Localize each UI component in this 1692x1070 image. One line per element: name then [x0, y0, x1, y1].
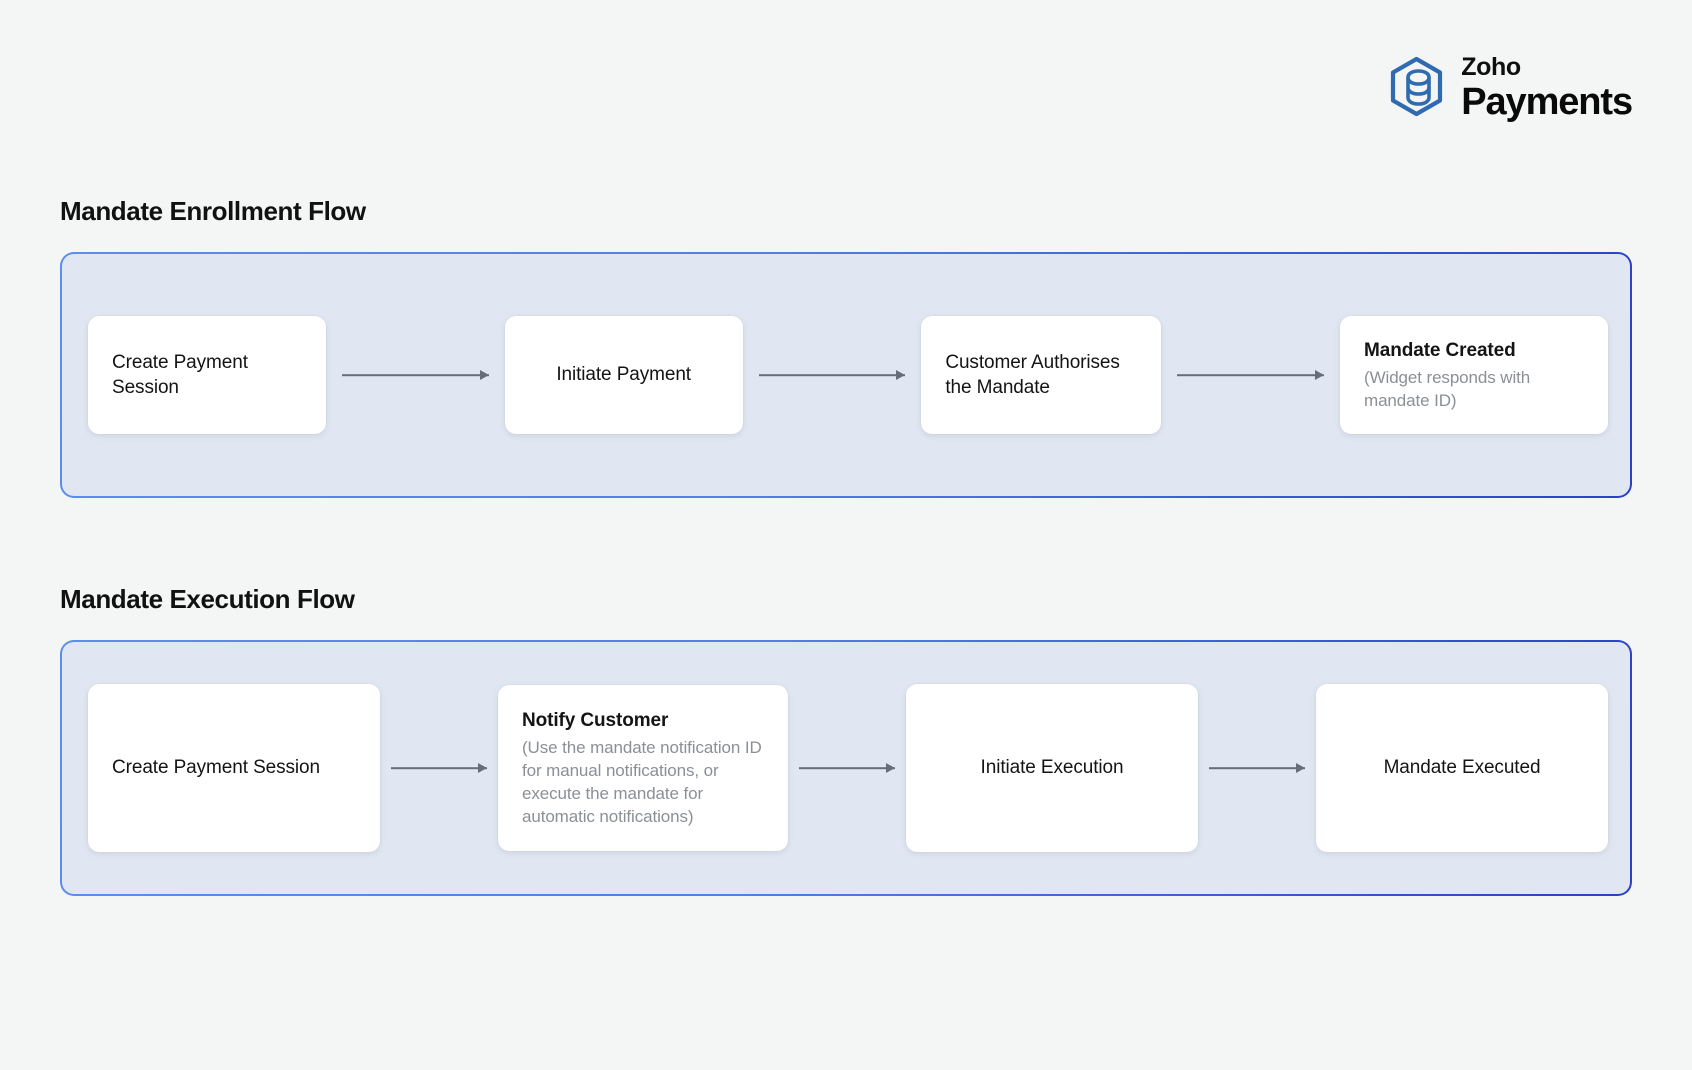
section-title-execution: Mandate Execution Flow	[60, 584, 355, 614]
enrollment-flow-panel: Create Payment Session Initiate Payment …	[60, 252, 1632, 498]
card-title: Notify Customer	[522, 709, 669, 731]
flow-card-initiate-payment[interactable]: Initiate Payment	[504, 316, 743, 434]
section-mandate-execution-flow: Mandate Execution Flow Create Payment Se…	[60, 584, 1632, 896]
card-title: Initiate Payment	[556, 364, 691, 386]
flow-card-mandate-created[interactable]: Mandate Created (Widget responds with ma…	[1340, 316, 1609, 434]
flow-card-create-payment-session-execution[interactable]: Create Payment Session	[88, 684, 380, 852]
card-title: Customer Authorises the Mandate	[945, 351, 1120, 398]
brand-logo: Zoho Payments	[1387, 53, 1633, 123]
zoho-hexagon-logo-icon	[1391, 56, 1443, 117]
flow-sections: Mandate Enrollment Flow Create Payment S…	[60, 196, 1632, 896]
section-title-enrollment: Mandate Enrollment Flow	[60, 196, 366, 226]
enrollment-flow-row: Create Payment Session Initiate Payment …	[62, 254, 1630, 496]
arrow-icon-x3-to-x4	[1200, 761, 1314, 775]
section-mandate-enrollment-flow: Mandate Enrollment Flow Create Payment S…	[60, 196, 1632, 498]
execution-flow-row: Create Payment Session Notify Customer (…	[62, 642, 1630, 894]
card-subtitle: (Use the mandate notification ID for man…	[522, 738, 762, 827]
card-title: Mandate Executed	[1383, 757, 1541, 779]
arrow-icon-x2-to-x3	[790, 761, 904, 775]
card-subtitle: (Widget responds with mandate ID)	[1364, 368, 1531, 411]
brand-wordmark: Zoho Payments	[1461, 53, 1633, 123]
card-title: Mandate Created	[1364, 339, 1516, 361]
card-title: Create Payment Session	[112, 757, 320, 779]
flow-card-create-payment-session[interactable]: Create Payment Session	[88, 316, 326, 434]
flow-card-initiate-execution[interactable]: Initiate Execution	[906, 684, 1198, 852]
flow-card-customer-authorises-mandate[interactable]: Customer Authorises the Mandate	[921, 316, 1162, 434]
card-title: Create Payment Session	[112, 351, 248, 398]
brand-name-zoho: Zoho	[1461, 53, 1521, 81]
execution-flow-panel: Create Payment Session Notify Customer (…	[60, 640, 1632, 896]
arrow-icon-e3-to-e4	[1163, 368, 1338, 382]
flow-card-mandate-executed[interactable]: Mandate Executed	[1316, 684, 1608, 852]
flow-card-notify-customer[interactable]: Notify Customer (Use the mandate notific…	[498, 685, 788, 851]
arrow-icon-x1-to-x2	[382, 761, 496, 775]
card-title: Initiate Execution	[980, 757, 1124, 779]
arrow-icon-e1-to-e2	[328, 368, 503, 382]
arrow-icon-e2-to-e3	[745, 368, 920, 382]
brand-name-payments: Payments	[1461, 81, 1633, 123]
